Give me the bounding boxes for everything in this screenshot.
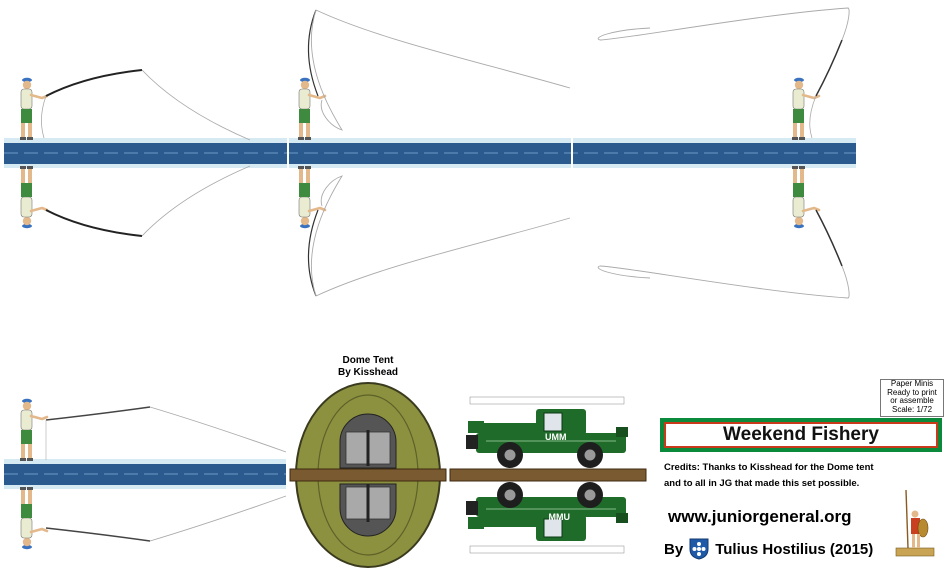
credits-line-2: and to all in JG that made this set poss…	[664, 478, 860, 489]
title: Weekend Fishery	[664, 422, 938, 448]
jeep: UMM UMM	[449, 396, 647, 554]
credits-line-1: Credits: Thanks to Kisshead for the Dome…	[664, 462, 874, 473]
water-strip-top	[4, 137, 856, 169]
truck-text-lower: UMM	[549, 512, 571, 522]
truck-text-upper: UMM	[545, 432, 567, 442]
dome-tent	[289, 382, 447, 568]
fisherman-panel-4	[18, 397, 287, 551]
info-line-2: Ready to print	[887, 387, 937, 397]
tent-label-line1: Dome Tent	[342, 355, 394, 366]
water-strip-bottom	[4, 459, 286, 489]
website-link[interactable]: www.juniorgeneral.org	[668, 507, 852, 526]
info-line-3: or assemble	[890, 396, 934, 406]
fisherman-panel-1	[18, 69, 251, 237]
credits: Credits: Thanks to Kisshead for the Dome…	[664, 460, 944, 492]
tent-label-line2: By Kisshead	[337, 367, 399, 378]
fisherman-panel-3	[597, 7, 850, 299]
shield-icon	[689, 538, 709, 560]
info-box: Paper Minis Ready to print or assemble S…	[880, 379, 944, 417]
byline-by: By	[664, 540, 684, 558]
fisherman-panel-2	[296, 9, 571, 297]
info-line-4: Scale: 1/72	[891, 404, 933, 414]
tent-label: Dome Tent By Kisshead	[318, 355, 418, 379]
soldier-logo	[895, 489, 935, 557]
title-frame: Weekend Fishery	[660, 418, 942, 452]
byline: By Tulius Hostilius (2015)	[664, 538, 873, 560]
byline-author: Tulius Hostilius (2015)	[715, 540, 874, 558]
info-line-1: Paper Minis	[890, 379, 934, 388]
